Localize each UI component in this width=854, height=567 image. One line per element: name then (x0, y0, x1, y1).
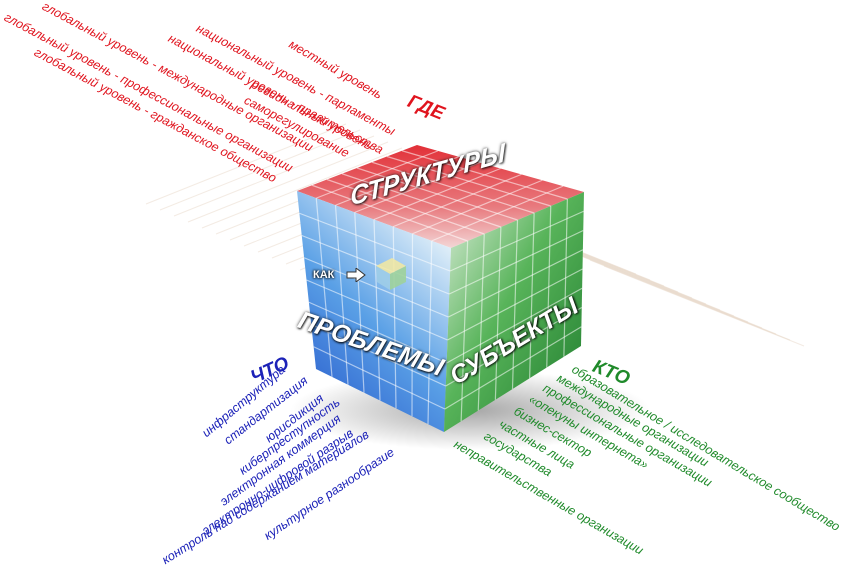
grid-line (371, 161, 535, 214)
grid-line (187, 141, 389, 223)
grid-line (563, 198, 568, 357)
grid-line (427, 240, 433, 425)
grid-line (306, 279, 448, 341)
grid-line (444, 326, 582, 410)
grid-line (445, 306, 583, 387)
arrow-right-icon (346, 268, 366, 282)
inner-cell-highlight (376, 258, 406, 274)
grid-line (546, 205, 552, 368)
grid-line (311, 323, 446, 387)
grid-line (393, 173, 522, 228)
grid-line (201, 147, 403, 229)
grid-line (529, 212, 535, 379)
inner-cell-left (376, 266, 390, 290)
grid-line (431, 185, 564, 242)
grid-line (412, 179, 543, 235)
grid-line (386, 155, 551, 207)
cube-top-face (297, 145, 584, 248)
grid-line (373, 167, 501, 221)
cube-grid-lines (299, 150, 584, 425)
grid-line (308, 301, 447, 364)
grid-line (392, 226, 397, 409)
grid-line (145, 123, 347, 205)
grid-line (159, 129, 361, 211)
grid-line (401, 150, 568, 200)
grid-line (447, 268, 583, 341)
grid-line (446, 287, 583, 364)
grid-line (173, 135, 375, 217)
grid-line (603, 265, 805, 347)
inner-cell-right (390, 266, 406, 290)
grid-line (313, 346, 446, 410)
grid-line (411, 233, 414, 417)
how-pointer-label: КАК (313, 269, 335, 281)
